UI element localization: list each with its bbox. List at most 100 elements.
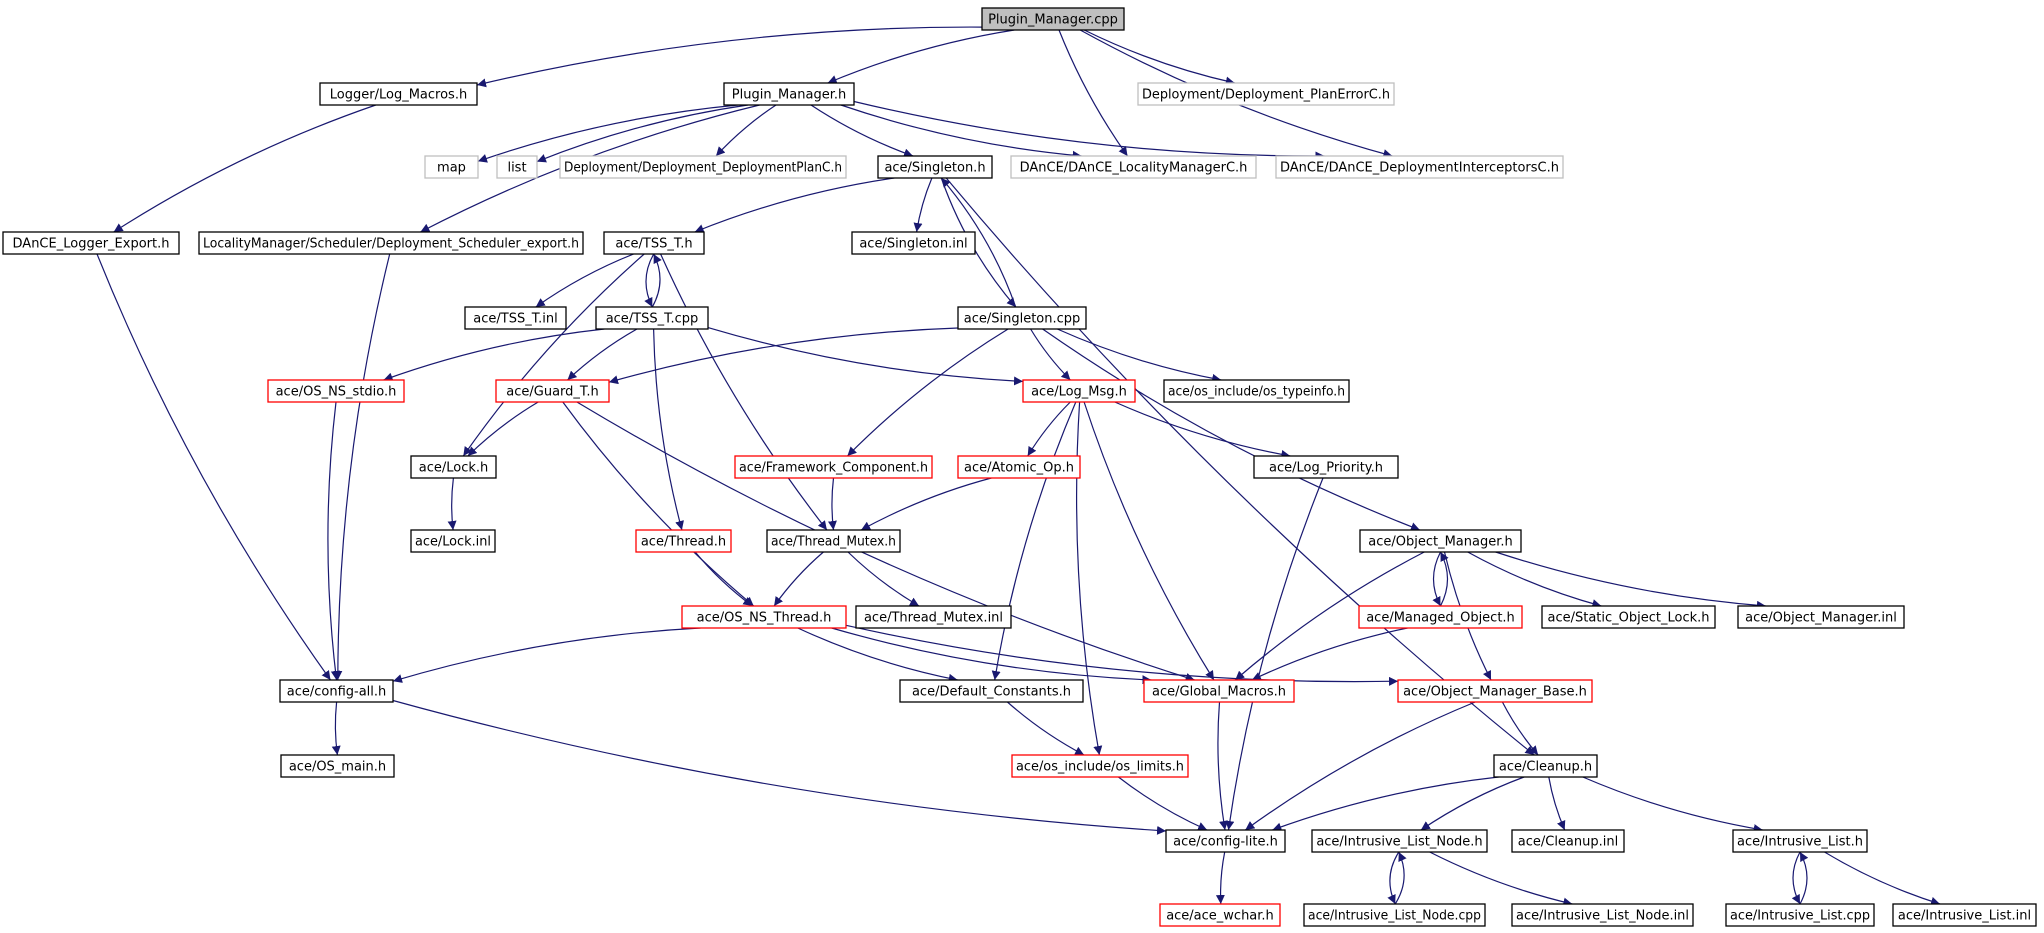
edge-line — [913, 177, 933, 233]
edge-singleton_h-to-singleton_inl — [913, 177, 933, 233]
node-dplan[interactable]: Deployment/Deployment_DeploymentPlanC.h — [559, 155, 847, 179]
edge-line — [827, 29, 1015, 84]
node-box — [198, 231, 584, 255]
node-box — [559, 155, 847, 179]
node-log-msg[interactable]: ace/Log_Msg.h — [1022, 379, 1136, 403]
edge-os_limits-to-config_lite — [1118, 776, 1208, 831]
edge-ilist_cpp-to-ilist_h — [1799, 851, 1809, 905]
node-singleton-inl[interactable]: ace/Singleton.inl — [851, 231, 976, 255]
node-interceptors[interactable]: DAnCE/DAnCE_DeploymentInterceptorsC.h — [1275, 155, 1564, 179]
node-box — [1358, 605, 1523, 629]
node-managed-obj[interactable]: ace/Managed_Object.h — [1358, 605, 1523, 629]
node-tss-cpp[interactable]: ace/TSS_T.cpp — [595, 306, 709, 330]
node-os-stdio[interactable]: ace/OS_NS_stdio.h — [267, 379, 405, 403]
node-label: ace/Managed_Object.h — [1366, 611, 1515, 626]
node-box — [2, 231, 180, 255]
node-box — [851, 231, 976, 255]
edge-tss_h-to-thread_mutex — [660, 253, 828, 531]
node-lock-h[interactable]: ace/Lock.h — [410, 455, 497, 479]
edge-log_msg-to-log_priority — [1114, 401, 1291, 459]
node-label: ace/OS_NS_Thread.h — [697, 611, 832, 626]
node-singleton-cpp[interactable]: ace/Singleton.cpp — [957, 306, 1087, 330]
node-label: ace/Cleanup.h — [1499, 760, 1592, 775]
node-static-lock[interactable]: ace/Static_Object_Lock.h — [1541, 605, 1716, 629]
node-atomic[interactable]: ace/Atomic_Op.h — [957, 455, 1081, 479]
node-ilist-node[interactable]: ace/Intrusive_List_Node.h — [1311, 829, 1488, 853]
node-ilist-cpp[interactable]: ace/Intrusive_List.cpp — [1725, 903, 1875, 927]
edge-line — [383, 328, 605, 382]
node-framework[interactable]: ace/Framework_Component.h — [734, 455, 933, 479]
edge-line — [1083, 29, 1235, 86]
edge-line — [1083, 401, 1215, 681]
node-box — [603, 231, 705, 255]
node-cleanup-inl[interactable]: ace/Cleanup.inl — [1511, 829, 1625, 853]
node-thread-h[interactable]: ace/Thread.h — [635, 529, 732, 553]
node-box — [635, 529, 732, 553]
edge-line — [1042, 328, 1421, 531]
edge-cleanup_h-to-ilist_h — [1582, 776, 1763, 833]
edge-line — [1432, 551, 1442, 607]
node-ilist-h[interactable]: ace/Intrusive_List.h — [1732, 829, 1868, 853]
node-global-macros[interactable]: ace/Global_Macros.h — [1143, 679, 1295, 703]
edge-line — [651, 253, 662, 308]
edge-os_thread-to-default_const — [797, 627, 958, 683]
node-object-mgr[interactable]: ace/Object_Manager.h — [1359, 529, 1522, 553]
node-label: ace/config-lite.h — [1173, 835, 1278, 850]
node-singleton-h[interactable]: ace/Singleton.h — [877, 155, 993, 179]
edge-line — [1394, 851, 1407, 905]
node-box — [410, 455, 497, 479]
edge-line — [810, 104, 914, 158]
node-os-main[interactable]: ace/OS_main.h — [280, 754, 395, 778]
edge-line — [392, 699, 1167, 835]
node-list[interactable]: list — [496, 155, 538, 179]
edge-tss_h-to-tss_inl — [535, 253, 634, 308]
node-label: ace/Singleton.h — [884, 161, 985, 176]
node-config-lite[interactable]: ace/config-lite.h — [1165, 829, 1286, 853]
node-lock-inl[interactable]: ace/Lock.inl — [410, 529, 496, 553]
node-map[interactable]: map — [424, 155, 479, 179]
edge-line — [853, 100, 1325, 161]
node-typeinfo[interactable]: ace/os_include/os_typeinfo.h — [1163, 379, 1350, 403]
node-box — [595, 306, 709, 330]
node-log-macros[interactable]: Logger/Log_Macros.h — [319, 82, 478, 106]
edge-line — [1495, 551, 1766, 610]
node-ilist-inl[interactable]: ace/Intrusive_List.inl — [1892, 903, 2037, 927]
edge-line — [1548, 776, 1566, 831]
edge-line — [1791, 851, 1801, 905]
node-plugin-h[interactable]: Plugin_Manager.h — [723, 82, 855, 106]
node-thread-mutex[interactable]: ace/Thread_Mutex.h — [766, 529, 901, 553]
node-tss-inl[interactable]: ace/TSS_T.inl — [464, 306, 567, 330]
edge-line — [1030, 328, 1071, 381]
node-cleanup-h[interactable]: ace/Cleanup.h — [1493, 754, 1598, 778]
node-obj-mgr-base[interactable]: ace/Object_Manager_Base.h — [1397, 679, 1593, 703]
node-log-priority[interactable]: ace/Log_Priority.h — [1253, 455, 1399, 479]
edge-line — [327, 401, 340, 681]
edge-obj_mgr_base-to-config_lite — [1244, 701, 1476, 831]
edge-log_msg-to-default_const — [991, 401, 1077, 681]
node-locality-mgr[interactable]: DAnCE/DAnCE_LocalityManagerC.h — [1010, 155, 1257, 179]
node-ilist-node-cpp[interactable]: ace/Intrusive_List_Node.cpp — [1303, 903, 1486, 927]
node-label: ace/OS_main.h — [289, 760, 386, 775]
node-default-const[interactable]: ace/Default_Constants.h — [899, 679, 1084, 703]
node-plan-error[interactable]: Deployment/Deployment_PlanErrorC.h — [1137, 82, 1395, 106]
node-guard[interactable]: ace/Guard_T.h — [495, 379, 610, 403]
node-tss-h[interactable]: ace/TSS_T.h — [603, 231, 705, 255]
node-logger-export[interactable]: DAnCE_Logger_Export.h — [2, 231, 180, 255]
edge-line — [644, 253, 655, 308]
node-config-all[interactable]: ace/config-all.h — [279, 679, 394, 703]
node-sched-export[interactable]: LocalityManager/Scheduler/Deployment_Sch… — [198, 231, 584, 255]
node-ace-wchar[interactable]: ace/ace_wchar.h — [1159, 903, 1281, 927]
node-box — [1137, 82, 1395, 106]
node-root[interactable]: Plugin_Manager.cpp — [981, 7, 1125, 31]
node-box — [981, 7, 1125, 31]
node-os-limits[interactable]: ace/os_include/os_limits.h — [1011, 754, 1189, 778]
node-object-mgr-inl[interactable]: ace/Object_Manager.inl — [1737, 605, 1905, 629]
node-box — [1253, 455, 1399, 479]
node-label: ace/Framework_Component.h — [739, 461, 928, 476]
node-ilist-node-inl[interactable]: ace/Intrusive_List_Node.inl — [1511, 903, 1694, 927]
node-thread-mutex-inl[interactable]: ace/Thread_Mutex.inl — [855, 605, 1012, 629]
node-os-thread[interactable]: ace/OS_NS_Thread.h — [681, 605, 847, 629]
node-label: ace/config-all.h — [287, 685, 387, 700]
node-box — [279, 679, 394, 703]
node-box — [877, 155, 993, 179]
